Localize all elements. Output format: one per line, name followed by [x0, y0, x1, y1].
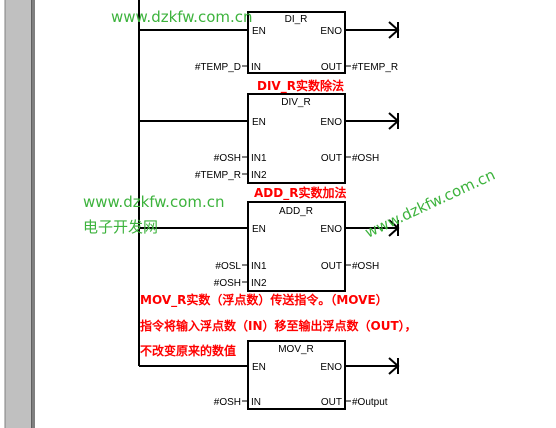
mov-r-en-label: EN	[252, 362, 266, 373]
mov-r-out-var[interactable]: #Output	[352, 397, 388, 408]
div-r-out-var[interactable]: #OSH	[352, 153, 379, 164]
di-r-in-label: IN	[251, 62, 261, 73]
di-r-block[interactable]	[247, 11, 346, 74]
mov-r-in-var[interactable]: #OSH	[214, 397, 241, 408]
add-r-block[interactable]	[247, 201, 346, 292]
watermark-url-diagonal: www.dzkfw.com.cn	[362, 166, 498, 242]
watermark-url-left: www.dzkfw.com.cn	[83, 193, 225, 211]
rung-add-r[interactable]: ADD_R EN ENO #OSL IN1 OUT #OSH #OSH IN2	[139, 201, 400, 292]
div-r-in1-label: IN1	[251, 153, 267, 164]
rung-mov-r[interactable]: MOV_R EN ENO #OSH IN OUT #Output	[139, 340, 400, 410]
add-r-in1-label: IN1	[251, 261, 267, 272]
annotation-mov-r-line2: 指令将输入浮点数（IN）移至输出浮点数（OUT），	[140, 318, 417, 333]
add-r-in2-label: IN2	[251, 278, 267, 289]
div-r-in2-label: IN2	[251, 170, 267, 181]
di-r-eno-label: ENO	[320, 26, 342, 37]
div-r-in1-var[interactable]: #OSH	[214, 153, 241, 164]
watermark-site-name: 电子开发网	[83, 218, 158, 236]
add-r-in1-var[interactable]: #OSL	[215, 261, 241, 272]
annotation-add-r: ADD_R实数加法	[254, 185, 346, 201]
mov-r-block[interactable]	[247, 340, 346, 410]
di-r-out-label: OUT	[321, 62, 342, 73]
add-r-out-var[interactable]: #OSH	[352, 261, 379, 272]
div-r-in2-var[interactable]: #TEMP_R	[195, 170, 241, 181]
mov-r-block-title: MOV_R	[278, 344, 314, 355]
add-r-block-title: ADD_R	[279, 206, 313, 217]
div-r-eno-label: ENO	[320, 117, 342, 128]
add-r-out-label: OUT	[321, 261, 342, 272]
di-r-in-var[interactable]: #TEMP_D	[195, 62, 241, 73]
add-r-eno-label: ENO	[320, 224, 342, 235]
mov-r-eno-label: ENO	[320, 362, 342, 373]
di-r-block-title: DI_R	[285, 14, 308, 25]
rung-di-r[interactable]: DI_R EN ENO #TEMP_D IN OUT #TEMP_R	[139, 11, 400, 74]
div-r-block[interactable]	[247, 93, 346, 184]
di-r-en-label: EN	[252, 26, 266, 37]
editor-left-rail	[0, 0, 35, 428]
add-r-in2-var[interactable]: #OSH	[214, 278, 241, 289]
rung-div-r[interactable]: DIV_R EN ENO #OSH IN1 OUT #OSH #TEMP_R I…	[139, 93, 400, 184]
mov-r-out-label: OUT	[321, 397, 342, 408]
div-r-out-label: OUT	[321, 153, 342, 164]
annotation-mov-r-line1: MOV_R实数（浮点数）传送指令。（MOVE）	[140, 292, 388, 308]
di-r-out-var[interactable]: #TEMP_R	[352, 62, 398, 73]
watermark-url-top: www.dzkfw.com.cn	[111, 8, 253, 26]
div-r-block-title: DIV_R	[281, 97, 310, 108]
annotation-div-r: DIV_R实数除法	[257, 78, 344, 94]
div-r-en-label: EN	[252, 117, 266, 128]
mov-r-in-label: IN	[251, 397, 261, 408]
annotation-mov-r-line3: 不改变原来的数值	[140, 343, 236, 358]
add-r-en-label: EN	[252, 224, 266, 235]
